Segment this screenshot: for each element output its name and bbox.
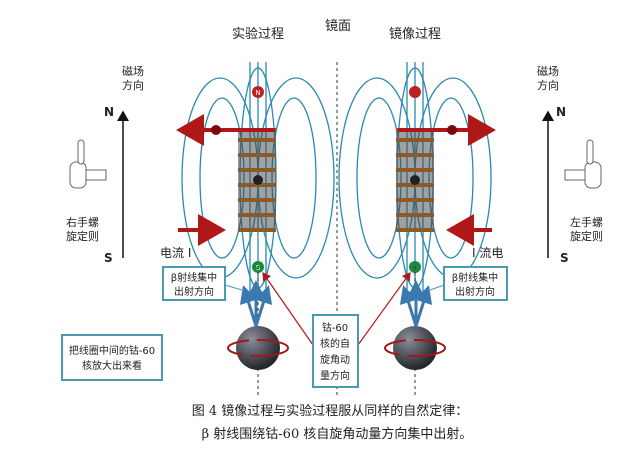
svg-text:钴-60: 钴-60 xyxy=(322,322,348,334)
right-current-label: I 流电 xyxy=(472,246,503,260)
left-hand-rule-label-2: 旋定则 xyxy=(570,229,603,243)
right-coil xyxy=(396,128,434,232)
beta-pointer-left xyxy=(224,284,243,291)
right-field-label: 磁场 xyxy=(537,64,559,78)
svg-text:出射方向: 出射方向 xyxy=(455,285,495,298)
right-beta-callout: β射线集中 出射方向 xyxy=(443,266,508,301)
svg-text:把线圈中间的钴-60: 把线圈中间的钴-60 xyxy=(69,344,155,357)
spin-pointer-right xyxy=(357,272,411,346)
left-hand-rule-label: 左手螺 xyxy=(570,215,603,229)
left-field-label: 磁场 xyxy=(122,64,144,78)
left-south-label: S xyxy=(104,251,113,265)
right-hand-thumb-icon xyxy=(69,139,107,189)
left-coil xyxy=(238,128,276,232)
svg-text:量方向: 量方向 xyxy=(320,369,350,382)
experiment-title: 实验过程 xyxy=(232,26,284,42)
right-nucleus xyxy=(384,266,446,398)
svg-text:β射线集中: β射线集中 xyxy=(171,271,217,284)
beta-pointer-right xyxy=(429,284,445,291)
left-nucleus xyxy=(227,266,289,398)
right-hand-rule-label: 右手螺 xyxy=(66,215,99,229)
left-field-label-2: 方向 xyxy=(122,78,144,92)
north-pole-marker xyxy=(252,86,264,98)
svg-text:出射方向: 出射方向 xyxy=(174,285,214,298)
right-field-label-2: 方向 xyxy=(537,78,559,92)
svg-text:旋角动: 旋角动 xyxy=(320,353,350,366)
caption-line-2: β 射线围绕钴-60 核自旋角动量方向集中出射。 xyxy=(202,426,473,442)
left-beta-callout: β射线集中 出射方向 xyxy=(162,266,226,301)
right-hand-rule-label-2: 旋定则 xyxy=(66,229,99,243)
right-north-label: N xyxy=(556,105,566,119)
left-current-label: 电流 I xyxy=(160,246,191,260)
right-south-label: S xyxy=(560,251,569,265)
left-hand-thumb-icon xyxy=(564,139,602,189)
svg-text:核放大出来看: 核放大出来看 xyxy=(82,359,142,372)
svg-text:β射线集中: β射线集中 xyxy=(452,271,498,284)
mirror-title: 镜面 xyxy=(325,19,351,34)
left-north-label: N xyxy=(104,105,114,119)
caption-line-1: 图 4 镜像过程与实验过程服从同样的自然定律： xyxy=(192,403,469,419)
svg-text:核的自: 核的自 xyxy=(320,337,350,350)
spin-pointer-left xyxy=(262,272,314,346)
zoom-in-callout: 把线圈中间的钴-60 核放大出来看 xyxy=(61,334,163,381)
mirror-process-title: 镜像过程 xyxy=(389,27,441,42)
north-pole-label: N xyxy=(255,89,260,97)
spin-direction-callout: 钴-60 核的自 旋角动 量方向 xyxy=(312,314,359,388)
